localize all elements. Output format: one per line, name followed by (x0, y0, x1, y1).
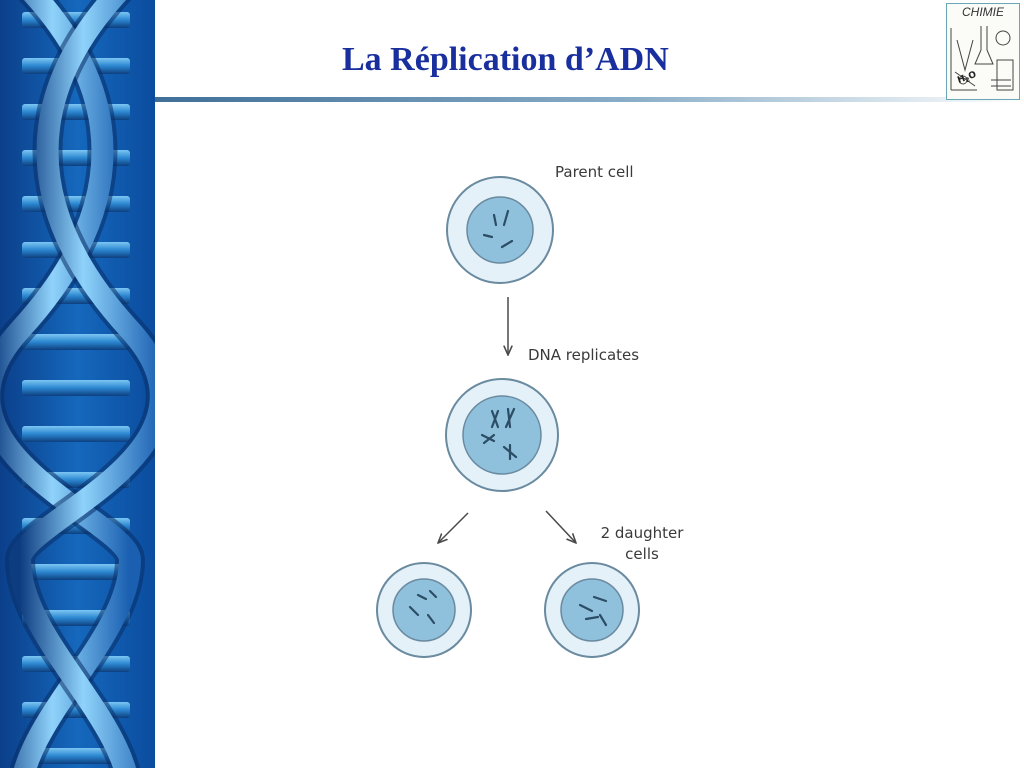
label-parent-cell: Parent cell (555, 163, 634, 181)
cells-drawing (376, 176, 640, 658)
title-divider (155, 97, 1024, 102)
dna-helix-decoration (0, 0, 155, 768)
label-daughter-cells: 2 daughter cells (600, 524, 684, 563)
helix-rung (22, 564, 130, 580)
slide-title: La Réplication d’ADN (342, 41, 669, 78)
label-dna-replicates: DNA replicates (528, 346, 640, 364)
dna-helix-icon (0, 0, 155, 768)
daughter-cell-left (376, 562, 472, 658)
dna-replication-diagram: Parent cell DNA replicates 2 daughter ce… (360, 145, 720, 685)
logo-text: CHIMIE (962, 5, 1004, 19)
arrow-left (438, 512, 469, 543)
daughter-cell-right (544, 562, 640, 658)
svg-text:H2O: H2O (956, 70, 978, 87)
arrow-right (545, 510, 576, 543)
parent-cell (446, 176, 554, 284)
replicating-cell (445, 378, 559, 492)
helix-rung (22, 380, 130, 396)
helix-rung (22, 426, 130, 442)
chimie-logo: CHIMIE H2O (946, 3, 1020, 100)
chemistry-lab-sketch-icon: H2O (950, 26, 1014, 91)
helix-rung (22, 334, 130, 350)
